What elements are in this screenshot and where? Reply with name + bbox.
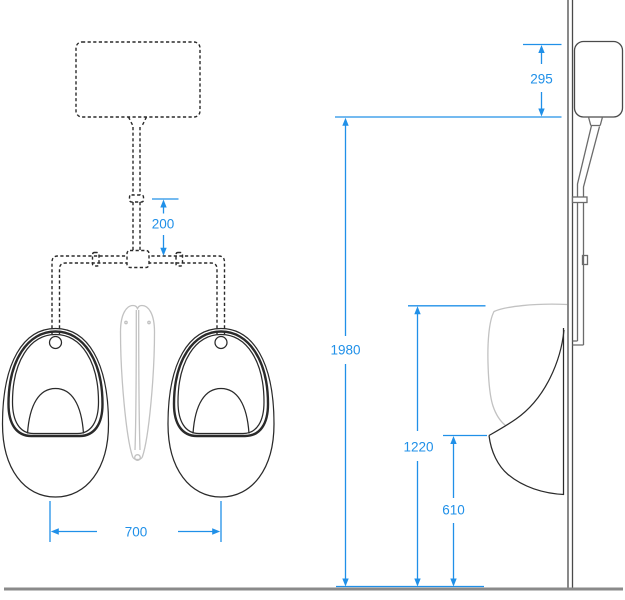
urinal-right-front — [167, 327, 275, 498]
dimension-1980 — [335, 116, 562, 587]
urinal-side-profile — [487, 303, 568, 496]
dimension-700 — [49, 501, 222, 542]
dim-label-200: 200 — [150, 216, 176, 232]
flush-pipework-front — [51, 127, 226, 334]
flush-pipe-side — [571, 125, 601, 346]
dimension-610 — [443, 434, 487, 587]
dim-label-295: 295 — [529, 70, 554, 86]
side-view — [335, 0, 624, 588]
dim-label-610: 610 — [441, 502, 466, 518]
cistern-side — [573, 40, 624, 127]
dimension-200 — [152, 198, 179, 256]
dimension-1220 — [408, 305, 486, 587]
dimension-295 — [523, 43, 562, 117]
front-view — [1, 41, 275, 542]
dim-label-1220: 1220 — [402, 438, 435, 454]
dim-label-700: 700 — [123, 523, 149, 539]
urinal-left-front — [1, 327, 110, 498]
wall — [567, 0, 574, 588]
dim-label-1980: 1980 — [329, 342, 362, 358]
floor-line — [4, 587, 623, 591]
cistern-front-outline — [75, 41, 201, 128]
privacy-partition — [119, 304, 156, 461]
